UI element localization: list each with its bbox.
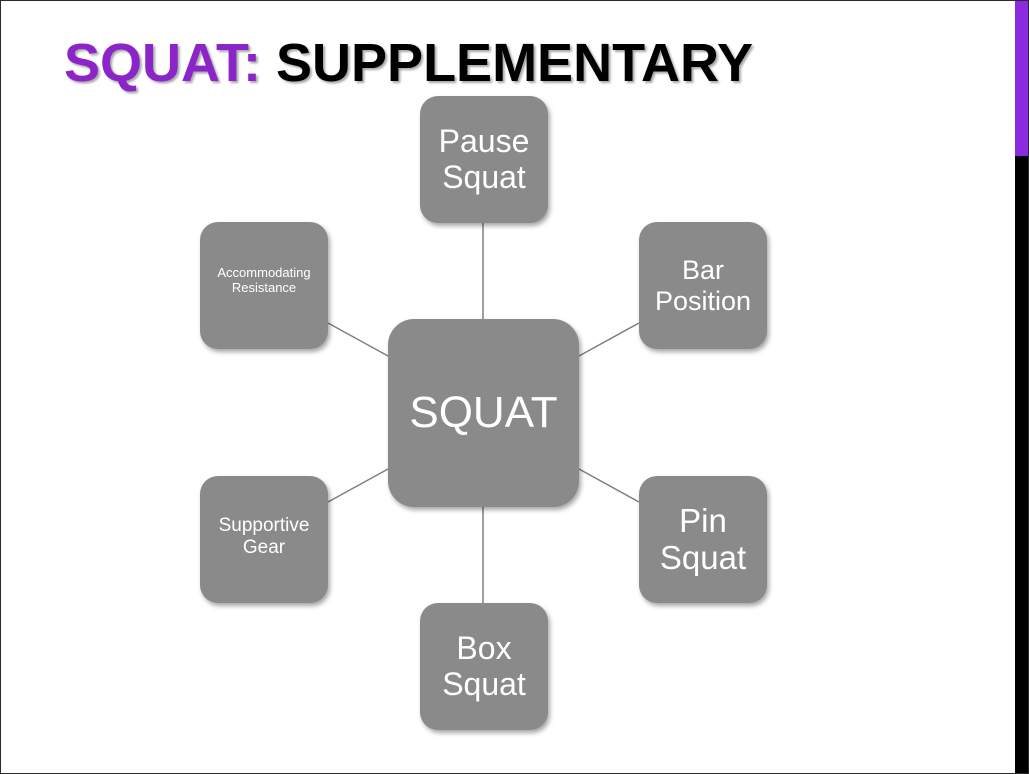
node-box-squat: Box Squat (420, 603, 548, 730)
node-supportive-gear-label: Supportive Gear (218, 515, 310, 558)
connector-upper-right (578, 322, 640, 357)
node-bar-position: Bar Position (639, 222, 767, 349)
title-accent: SQUAT: (64, 33, 261, 93)
title-rest: SUPPLEMENTARY (276, 33, 754, 93)
node-pin-squat-label: Pin Squat (659, 501, 747, 576)
node-pause-squat-label: Pause Squat (438, 122, 530, 195)
node-pin-squat: Pin Squat (639, 476, 767, 603)
connector-lower-left (327, 468, 389, 503)
side-accent-bar (1015, 1, 1028, 773)
node-box-squat-label: Box Squat (442, 629, 526, 702)
node-accommodating-resistance-label: Accommodating Resistance (217, 264, 311, 295)
node-center-label: SQUAT (409, 388, 558, 438)
node-accommodating-resistance: Accommodating Resistance (200, 222, 328, 349)
side-accent-purple (1015, 1, 1028, 156)
node-center-squat: SQUAT (388, 319, 579, 507)
node-bar-position-label: Bar Position (654, 255, 752, 316)
node-supportive-gear: Supportive Gear (200, 476, 328, 603)
slide-title: SQUAT: SUPPLEMENTARY (64, 31, 753, 95)
node-pause-squat: Pause Squat (420, 96, 548, 223)
connector-upper-left (327, 322, 389, 357)
connector-lower-right (578, 468, 640, 503)
